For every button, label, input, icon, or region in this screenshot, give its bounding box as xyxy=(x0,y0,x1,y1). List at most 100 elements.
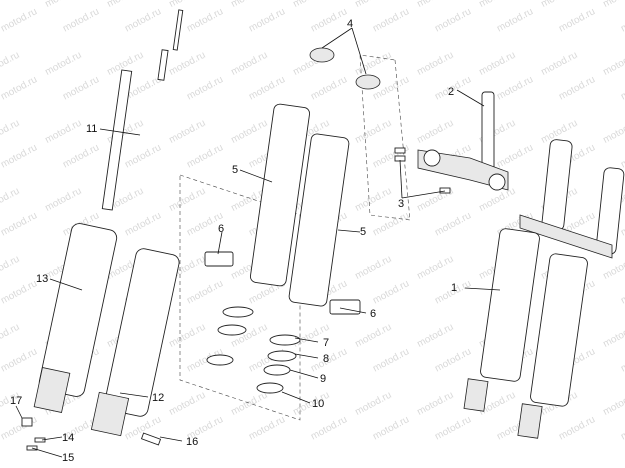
watermark-text: motod.ru xyxy=(0,142,39,170)
watermark-text: motod.ru xyxy=(0,186,21,214)
callout-7: 7 xyxy=(323,337,329,349)
callout-1: 1 xyxy=(451,282,457,294)
watermark-text: motod.ru xyxy=(557,6,597,34)
watermark-text: motod.ru xyxy=(0,118,21,146)
watermark-text: motod.ru xyxy=(167,390,207,418)
callout-8: 8 xyxy=(323,353,329,365)
callout-9: 9 xyxy=(320,373,326,385)
watermark-text: motod.ru xyxy=(0,210,39,238)
watermark-text: motod.ru xyxy=(477,0,517,10)
seals-rings xyxy=(206,306,301,394)
watermark-text: motod.ru xyxy=(0,322,21,350)
watermark-text: motod.ru xyxy=(433,414,473,442)
watermark-text: motod.ru xyxy=(415,0,455,10)
watermark-text: motod.ru xyxy=(0,0,21,10)
watermark-text: motod.ru xyxy=(415,50,455,78)
watermark-text: motod.ru xyxy=(309,74,349,102)
watermark-text: motod.ru xyxy=(247,414,287,442)
watermark-text: motod.ru xyxy=(495,74,535,102)
watermark-text: motod.ru xyxy=(415,390,455,418)
watermark-text: motod.ru xyxy=(0,50,21,78)
watermark-text: motod.ru xyxy=(619,6,625,34)
watermark-text: motod.ru xyxy=(0,74,39,102)
watermark-text: motod.ru xyxy=(601,0,625,10)
watermark-text: motod.ru xyxy=(185,142,225,170)
watermark-text: motod.ru xyxy=(167,118,207,146)
watermark-text: motod.ru xyxy=(619,74,625,102)
watermark-text: motod.ru xyxy=(247,74,287,102)
leader-lines xyxy=(15,27,501,458)
callout-11: 11 xyxy=(86,123,97,135)
right-lower-leg xyxy=(90,248,180,437)
watermark-text: motod.ru xyxy=(43,0,83,10)
watermark-text: motod.ru xyxy=(185,278,225,306)
watermark-text: motod.ru xyxy=(601,50,625,78)
watermark-text: motod.ru xyxy=(43,50,83,78)
watermark-text: motod.ru xyxy=(495,142,535,170)
watermark-text: motod.ru xyxy=(185,6,225,34)
watermark-text: motod.ru xyxy=(247,6,287,34)
callout-14: 14 xyxy=(62,432,74,444)
watermark-text: motod.ru xyxy=(619,346,625,374)
watermark-text: motod.ru xyxy=(61,6,101,34)
callout-15: 15 xyxy=(62,452,74,464)
callout-5a: 5 xyxy=(232,164,238,176)
left-lower-leg xyxy=(33,223,118,413)
watermark-text: motod.ru xyxy=(229,50,269,78)
callout-16: 16 xyxy=(186,436,198,448)
watermark-text: motod.ru xyxy=(433,210,473,238)
watermark-text: motod.ru xyxy=(601,118,625,146)
watermark-text: motod.ru xyxy=(371,414,411,442)
watermark-text: motod.ru xyxy=(371,346,411,374)
watermark-text: motod.ru xyxy=(353,0,393,10)
damper-rod xyxy=(101,9,184,211)
watermark-text: motod.ru xyxy=(43,118,83,146)
watermark-text: motod.ru xyxy=(557,74,597,102)
callout-5b: 5 xyxy=(360,226,366,238)
watermark-text: motod.ru xyxy=(601,254,625,282)
watermark-text: motod.ru xyxy=(433,6,473,34)
watermark-text: motod.ru xyxy=(291,0,331,10)
watermark-text: motod.ru xyxy=(539,0,579,10)
watermark-text: motod.ru xyxy=(61,74,101,102)
watermark-text: motod.ru xyxy=(185,74,225,102)
small-hardware xyxy=(21,417,162,451)
callout-3: 3 xyxy=(398,198,404,210)
watermark-text: motod.ru xyxy=(353,50,393,78)
callout-4: 4 xyxy=(347,18,353,30)
watermark-text: motod.ru xyxy=(619,278,625,306)
watermark-text: motod.ru xyxy=(371,210,411,238)
watermark-text: motod.ru xyxy=(0,278,39,306)
callout-2: 2 xyxy=(448,86,454,98)
watermark-text: motod.ru xyxy=(123,6,163,34)
watermark-text: motod.ru xyxy=(433,346,473,374)
watermark-text: motod.ru xyxy=(123,142,163,170)
watermark-text: motod.ru xyxy=(415,118,455,146)
watermark-text: motod.ru xyxy=(105,0,145,10)
watermark-text: motod.ru xyxy=(0,414,39,442)
watermark-text: motod.ru xyxy=(309,6,349,34)
complete-fork-assembly xyxy=(463,139,625,439)
watermark-text: motod.ru xyxy=(353,390,393,418)
watermark-text: motod.ru xyxy=(601,390,625,418)
watermark-text: motod.ru xyxy=(353,186,393,214)
watermark-text: motod.ru xyxy=(495,6,535,34)
watermark-text: motod.ru xyxy=(557,414,597,442)
callout-12: 12 xyxy=(152,392,164,404)
watermark-text: motod.ru xyxy=(0,6,39,34)
watermark-text: motod.ru xyxy=(229,390,269,418)
watermark-text: motod.ru xyxy=(371,278,411,306)
watermark-text: motod.ru xyxy=(0,254,21,282)
watermark-text: motod.ru xyxy=(167,50,207,78)
watermark-text: motod.ru xyxy=(477,50,517,78)
watermark-text: motod.ru xyxy=(0,346,39,374)
watermark-text: motod.ru xyxy=(539,50,579,78)
watermark-text: motod.ru xyxy=(43,186,83,214)
watermark-text: motod.ru xyxy=(61,142,101,170)
watermark-text: motod.ru xyxy=(167,322,207,350)
watermark-text: motod.ru xyxy=(601,322,625,350)
watermark-text: motod.ru xyxy=(619,414,625,442)
watermark-text: motod.ru xyxy=(167,186,207,214)
watermark-text: motod.ru xyxy=(353,254,393,282)
